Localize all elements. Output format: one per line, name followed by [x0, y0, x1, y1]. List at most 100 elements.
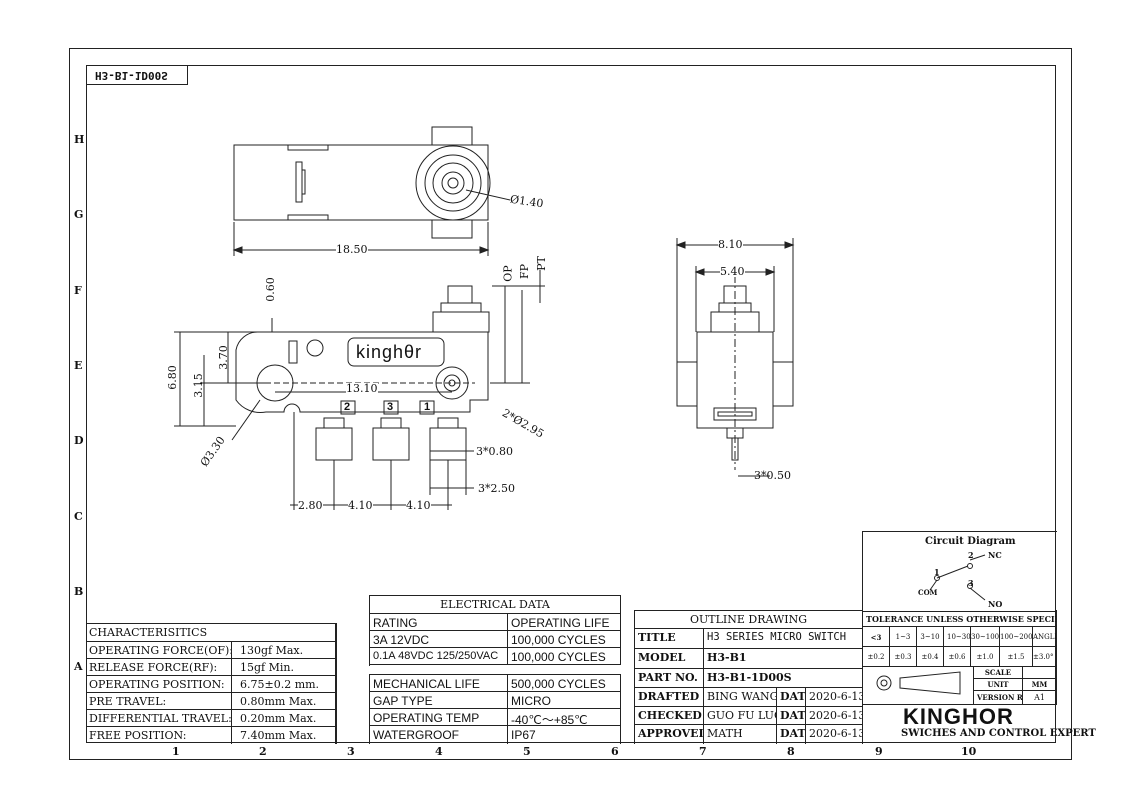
mechanical-label: MECHANICAL LIFE — [370, 675, 508, 692]
mechanical-label: GAP TYPE — [370, 692, 508, 709]
col-number-7: 7 — [699, 745, 707, 758]
row-letter-e: E — [74, 359, 83, 372]
dim-3-70: 3.70 — [216, 345, 230, 370]
row-letter-g: G — [74, 208, 84, 221]
row-letter-h: H — [74, 133, 85, 146]
circuit-no: NO — [988, 599, 1003, 609]
mechanical-label: WATERGROOF — [370, 726, 508, 744]
row-letter-c: C — [74, 510, 83, 523]
drafted-label: DRAFTED BY — [635, 688, 704, 707]
col-number-2: 2 — [259, 745, 267, 758]
date-label: DATE — [777, 725, 806, 744]
dim-6-80: 6.80 — [165, 365, 179, 390]
row-letter-b: B — [74, 585, 84, 598]
dim-8-10: 8.10 — [718, 238, 743, 251]
projection-circle-outer — [876, 675, 892, 691]
scale-value-empty — [1023, 667, 1057, 679]
characteristics-table: CHARACTERISITICS OPERATING FORCE(OF): 13… — [86, 623, 337, 744]
dim-3x2-50: 3*2.50 — [478, 482, 515, 495]
part-label: PART NO. — [635, 669, 704, 688]
electrical-header-life: OPERATING LIFE — [508, 614, 621, 631]
part-value: H3-B1-1D00S — [704, 669, 863, 688]
char-value: 15gf Min. — [232, 659, 336, 676]
scale-label: SCALE — [973, 667, 1023, 679]
version-value: A1 — [1023, 691, 1057, 704]
inner-frame — [86, 65, 1056, 743]
approved-by: MATH — [704, 725, 777, 744]
col-number-8: 8 — [787, 745, 795, 758]
drafted-by: BING WANG — [704, 688, 777, 707]
col-number-10: 10 — [961, 745, 977, 758]
dim-0-60: 0.60 — [263, 277, 277, 302]
col-number-9: 9 — [875, 745, 883, 758]
date-label: DATE — [777, 688, 806, 707]
tolerance-value: ±0.4 — [917, 647, 944, 667]
dim-op: OP — [501, 265, 515, 282]
electrical-rating: 0.1A 48VDC 125/250VAC — [370, 648, 508, 665]
dim-13-10: 13.10 — [346, 382, 378, 395]
electrical-life: 100,000 CYCLES — [508, 631, 621, 648]
tolerance-range: 30~100 — [971, 627, 1000, 647]
col-number-5: 5 — [523, 745, 531, 758]
date-label: DATE — [777, 707, 806, 725]
dim-fp: FP — [518, 263, 532, 280]
char-label: DIFFERENTIAL TRAVEL: — [86, 710, 232, 727]
col-number-6: 6 — [611, 745, 619, 758]
tolerance-range: 100~200 — [1000, 627, 1033, 647]
version-label: VERSION REV — [973, 691, 1023, 704]
tolerance-value: ±0.2 — [863, 647, 890, 667]
row-letter-d: D — [74, 434, 84, 447]
mechanical-value: MICRO — [508, 692, 621, 709]
col-number-3: 3 — [347, 745, 355, 758]
dim-4-10-a: 4.10 — [348, 499, 373, 512]
tolerance-range: 10~30 — [944, 627, 971, 647]
pin-1: 1 — [424, 401, 431, 413]
dim-3-15: 3.15 — [191, 373, 205, 398]
pin-2: 2 — [344, 401, 351, 413]
company-box: KINGHOR SWICHES AND CONTROL EXPERT — [862, 704, 1096, 743]
switch-brand-logo: kinghθr — [356, 342, 423, 362]
title-label: TITLE — [635, 629, 704, 649]
company-name: KINGHOR — [903, 704, 1014, 729]
outer-frame — [69, 48, 1072, 760]
char-value: 130gf Max. — [232, 642, 336, 659]
electrical-title: ELECTRICAL DATA — [370, 596, 621, 614]
char-label: FREE POSITION: — [86, 727, 232, 744]
drawing-type: OUTLINE DRAWING — [635, 611, 863, 629]
tolerance-range: ANGLE — [1033, 627, 1057, 647]
circuit-title: Circuit Diagram — [925, 536, 1016, 547]
tolerance-range: 3~10 — [917, 627, 944, 647]
characteristics-title: CHARACTERISITICS — [86, 624, 336, 642]
col-number-4: 4 — [435, 745, 443, 758]
tolerance-value: ±0.6 — [944, 647, 971, 667]
row-letter-f: F — [74, 284, 82, 297]
circuit-diagram-box: Circuit Diagram 2 NC 1 COM 3 NO — [862, 531, 1057, 612]
model-label: MODEL — [635, 649, 704, 669]
circuit-com: COM — [918, 588, 938, 597]
electrical-life: 100,000 CYCLES — [508, 648, 621, 665]
dim-18-50: 18.50 — [336, 243, 368, 256]
tolerance-range: <3 — [863, 627, 890, 647]
dim-pt: PT — [534, 256, 548, 271]
char-label: PRE TRAVEL: — [86, 693, 232, 710]
tolerance-range: 1~3 — [890, 627, 917, 647]
char-value: 0.20mm Max. — [232, 710, 336, 727]
unit-label: UNIT — [973, 679, 1023, 691]
checked-by: GUO FU LUO — [704, 707, 777, 725]
row-letter-a: A — [74, 660, 83, 673]
title-block: OUTLINE DRAWING TITLE H3 SERIES MICRO SW… — [634, 610, 863, 744]
title-value: H3 SERIES MICRO SWITCH — [704, 629, 863, 649]
char-value: 7.40mm Max. — [232, 727, 336, 744]
char-label: OPERATING POSITION: — [86, 676, 232, 693]
mechanical-value: 500,000 CYCLES — [508, 675, 621, 692]
dim-5-40: 5.40 — [720, 265, 745, 278]
circuit-n3: 3 — [968, 578, 974, 588]
tolerance-table: TOLERANCE UNLESS OTHERWISE SPECIFIED <3 … — [862, 610, 1057, 667]
electrical-rating: 3A 12VDC — [370, 631, 508, 648]
char-label: OPERATING FORCE(OF): — [86, 642, 232, 659]
date-value: 2020-6-13 — [806, 688, 863, 707]
mechanical-value: IP67 — [508, 726, 621, 744]
mechanical-value: -40℃～+85℃ — [508, 709, 621, 726]
dim-3x0-50: 3*0.50 — [754, 469, 791, 482]
company-tagline: SWICHES AND CONTROL EXPERT — [901, 728, 1096, 739]
